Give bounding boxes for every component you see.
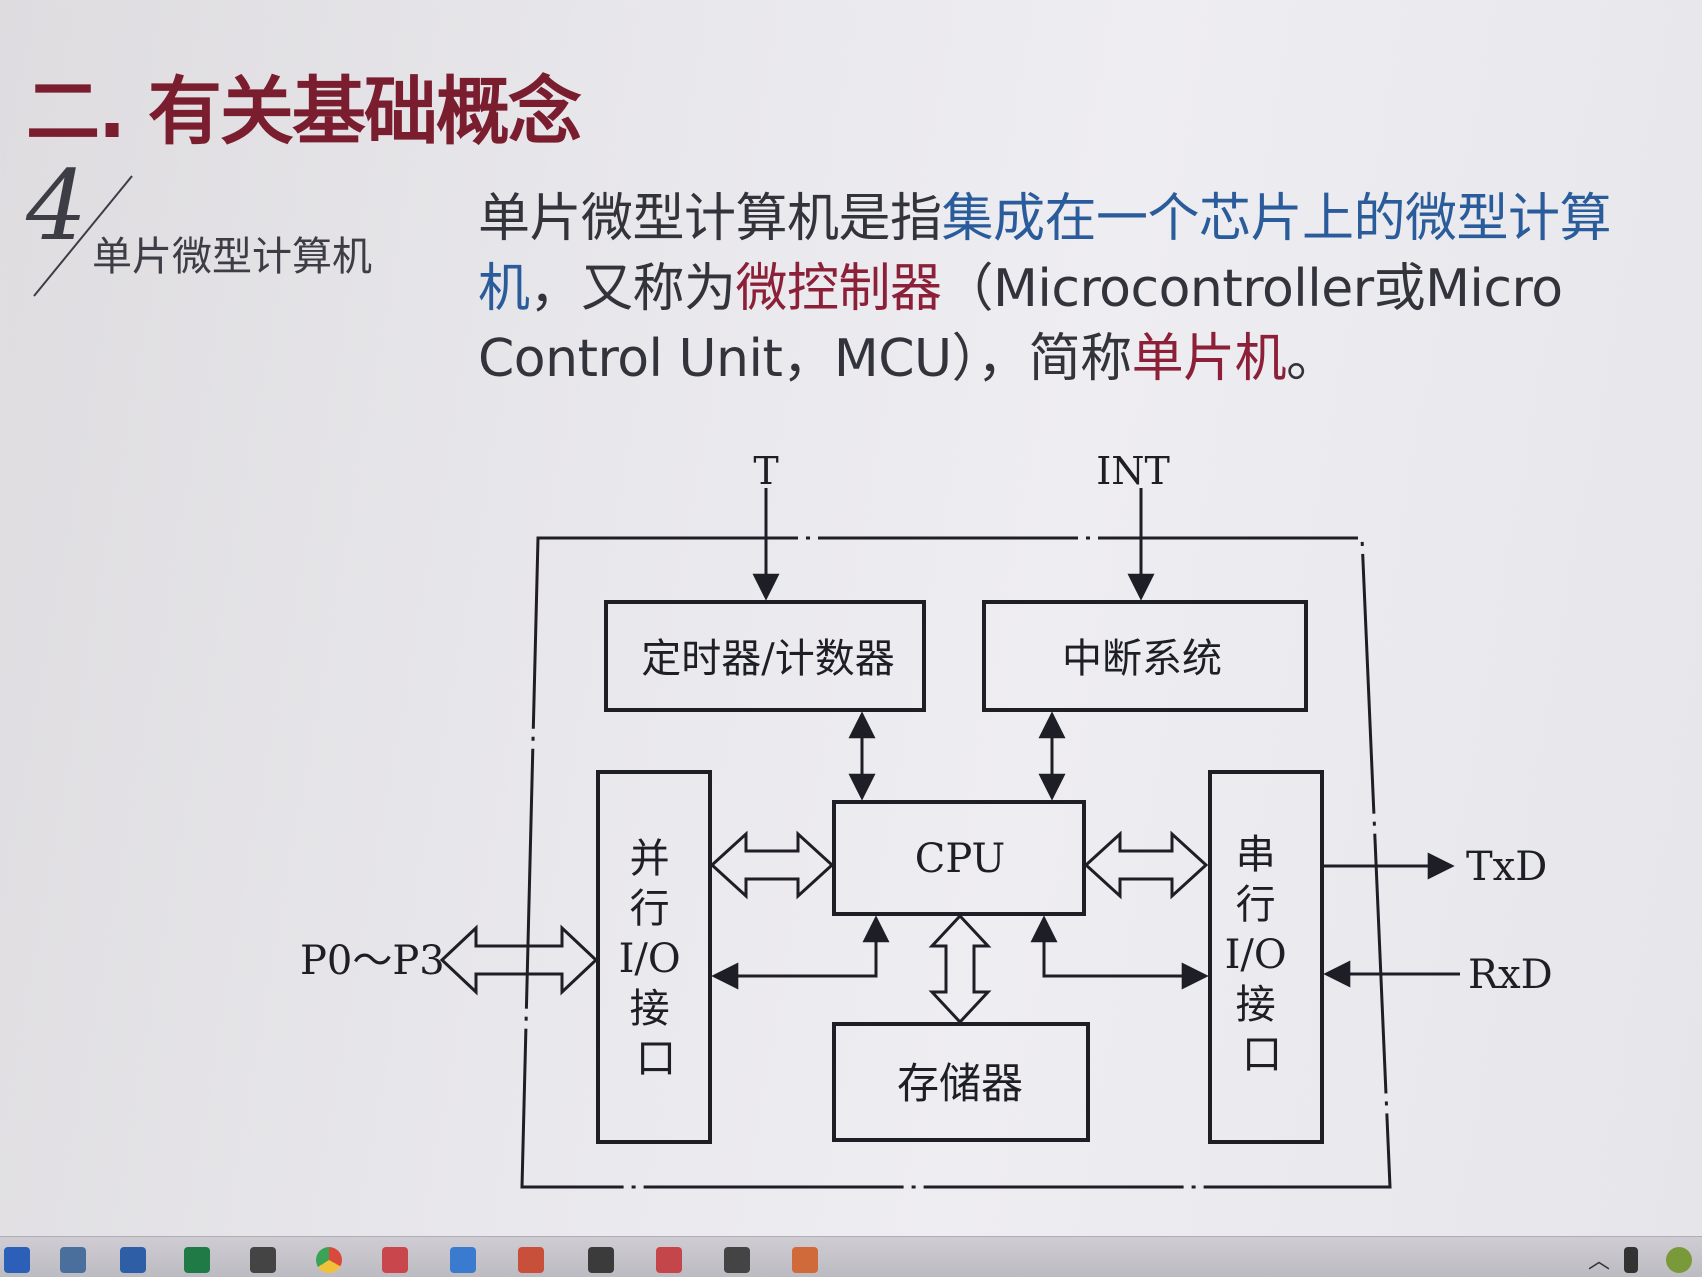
mcu-block-diagram: T INT 定时器/计数器 中断系统 CPU 存储器 并 行 I/O 接 口 串 xyxy=(300,449,1553,1189)
word-icon[interactable] xyxy=(120,1247,146,1273)
cpu-label: CPU xyxy=(915,836,1006,882)
serial-io-block xyxy=(1208,770,1324,1144)
gallery-icon[interactable] xyxy=(588,1247,614,1273)
topic-number: 4 xyxy=(26,150,88,262)
start-icon[interactable] xyxy=(4,1247,30,1273)
parallel-io-label: 并 行 I/O 接 口 xyxy=(619,836,694,1082)
cpu-to-serial-control-line xyxy=(1030,915,1209,990)
cpu-memory-bus-arrow xyxy=(928,913,992,1025)
app-icon[interactable] xyxy=(724,1247,750,1273)
serial-io-label-line: 行 xyxy=(1236,882,1276,928)
port-parallel-bus-arrow xyxy=(439,924,599,996)
serial-io-label: 串 行 I/O 接 口 xyxy=(1225,832,1300,1078)
wps-icon[interactable] xyxy=(382,1247,408,1273)
wps-icon[interactable] xyxy=(656,1247,682,1273)
cpu-to-parallel-control-line xyxy=(711,915,890,990)
memory-label: 存储器 xyxy=(897,1059,1023,1108)
excel-icon[interactable] xyxy=(184,1247,210,1273)
rxd-label: RxD xyxy=(1468,952,1553,998)
serial-io-label-line: 接 xyxy=(1236,982,1276,1028)
topic-label: 单片微型计算机 xyxy=(92,234,372,280)
definition-text: ，又称为 xyxy=(529,259,737,319)
interrupt-input-label: INT xyxy=(1096,449,1170,493)
parallel-io-label-line: 接 xyxy=(630,986,670,1032)
cpu-block xyxy=(832,800,1086,916)
txd-label: TxD xyxy=(1466,844,1547,890)
battery-icon xyxy=(1624,1247,1638,1273)
chrome-icon[interactable] xyxy=(316,1247,342,1273)
parallel-io-label-line: 并 xyxy=(630,836,670,882)
definition-text: 。 xyxy=(1286,329,1338,389)
definition-highlight-mcu: 微控制器 xyxy=(735,259,943,319)
topic-divider-slash xyxy=(33,175,133,297)
timer-counter-label: 定时器/计数器 xyxy=(641,636,894,682)
parallel-io-label-line: 口 xyxy=(636,1036,676,1082)
interrupt-system-label: 中断系统 xyxy=(1062,636,1222,682)
memory-block xyxy=(832,1022,1090,1142)
serial-io-label-line: I/O xyxy=(1225,932,1287,978)
definition-text: （Microcontroller或Micro Control Unit，MCU）… xyxy=(478,259,1563,389)
section-title: 二. 有关基础概念 xyxy=(26,69,582,155)
parallel-io-label-line: 行 xyxy=(630,886,670,932)
taskbar: ︿ xyxy=(0,1236,1702,1277)
chevron-up-icon[interactable]: ︿ xyxy=(1588,1249,1611,1274)
timer-counter-block xyxy=(604,600,926,712)
timer-input-label: T xyxy=(753,449,778,493)
definition-text: 单片微型计算机是指 xyxy=(478,189,942,249)
parallel-cpu-bus-arrow xyxy=(709,830,835,900)
interrupt-system-block xyxy=(982,600,1308,712)
slide: 二. 有关基础概念 4 单片微型计算机 单片微型计算机是指集成在一个芯片上的微型… xyxy=(26,69,1698,1189)
ports-label: P0～P3 xyxy=(300,938,445,984)
serial-io-label-line: 口 xyxy=(1242,1032,1282,1078)
serial-io-label-line: 串 xyxy=(1236,832,1276,878)
definition-highlight-short-name: 单片机 xyxy=(1131,329,1287,389)
app-icon[interactable] xyxy=(792,1247,818,1273)
folder-icon[interactable] xyxy=(450,1247,476,1273)
definition-highlight-integrated: 集成在一个芯片上的微型计算机 xyxy=(478,189,1612,319)
parallel-io-block xyxy=(596,770,712,1144)
cpu-serial-bus-arrow xyxy=(1083,830,1209,900)
definition-paragraph: 单片微型计算机是指集成在一个芯片上的微型计算机，又称为微控制器（Microcon… xyxy=(478,184,1698,394)
parallel-io-label-line: I/O xyxy=(619,936,681,982)
powerpoint-icon[interactable] xyxy=(518,1247,544,1273)
media-icon[interactable] xyxy=(250,1247,276,1273)
chip-boundary xyxy=(520,536,1392,1189)
file-explorer-icon[interactable] xyxy=(60,1247,86,1273)
network-icon[interactable] xyxy=(1666,1247,1692,1273)
